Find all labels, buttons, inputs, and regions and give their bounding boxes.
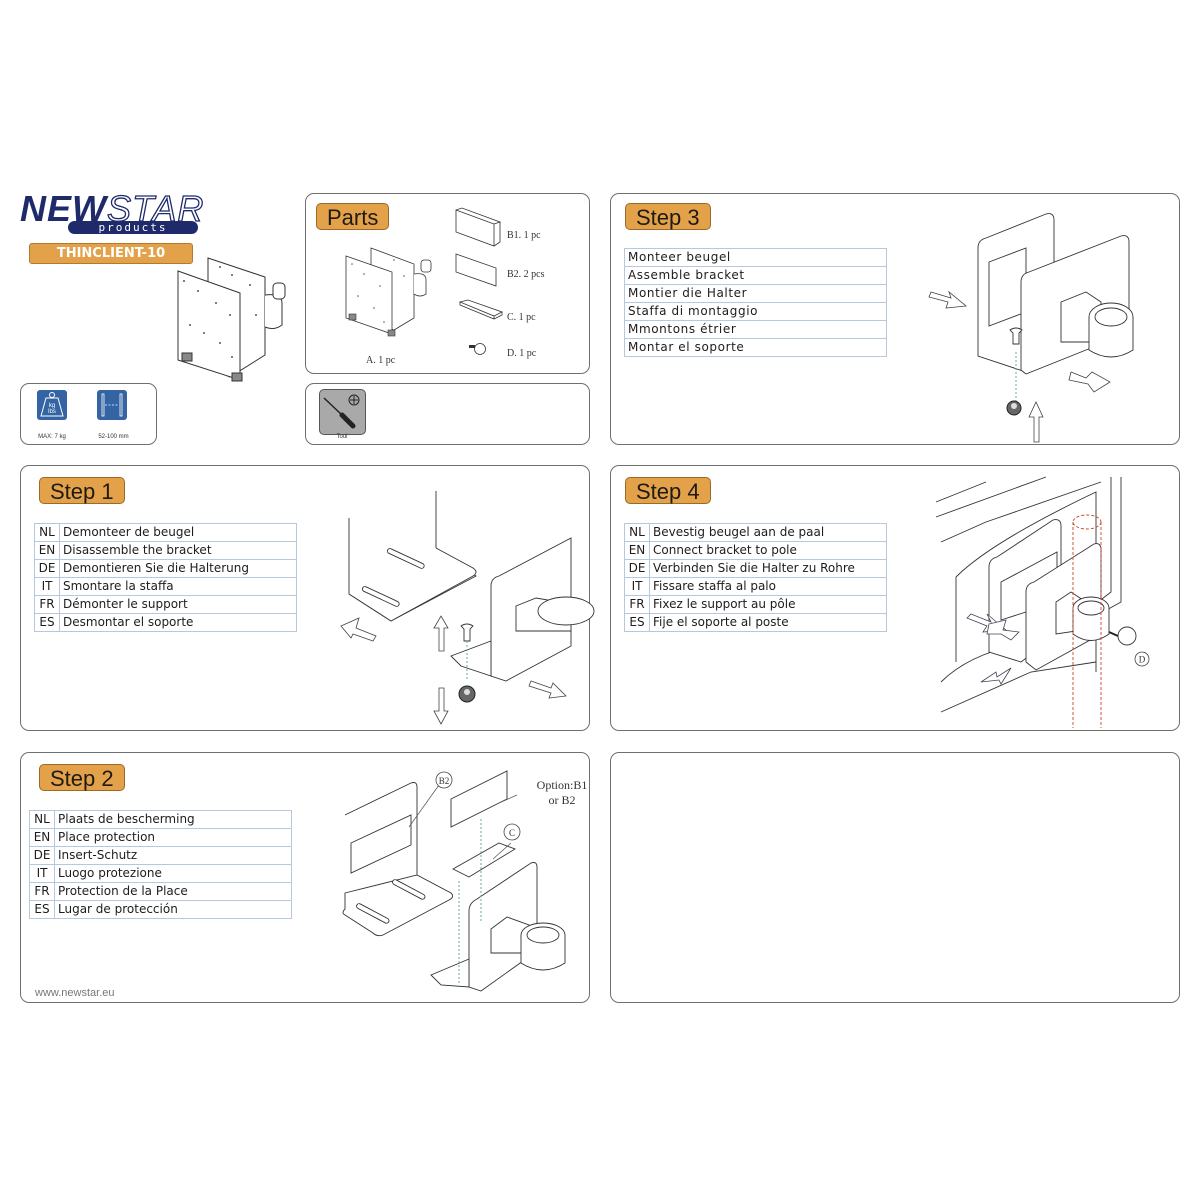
callout-option-line2: or B2 bbox=[549, 793, 576, 807]
part-d-label: D. 1 pc bbox=[507, 348, 537, 359]
width-range-icon bbox=[97, 390, 127, 420]
footer-url[interactable]: www.newstar.eu bbox=[35, 987, 115, 999]
part-b1-block bbox=[455, 207, 502, 247]
step1-illustration bbox=[340, 491, 595, 725]
part-b2-plate bbox=[455, 253, 497, 287]
part-a-bracket bbox=[345, 247, 432, 337]
specs-panel: kg lbs MAX: 7 kg 52-100 mm bbox=[20, 383, 157, 445]
weight-icon: kg lbs bbox=[37, 390, 67, 420]
step3-instructions: Monteer beugel Assemble bracket Montier … bbox=[624, 248, 887, 357]
part-c-pad bbox=[458, 299, 504, 320]
svg-text:lbs: lbs bbox=[48, 409, 56, 415]
step2-title: Step 2 bbox=[39, 764, 125, 791]
step3-title: Step 3 bbox=[625, 203, 711, 230]
instruction-row: Montar el soporte bbox=[624, 338, 887, 357]
tool-panel: Tool bbox=[305, 383, 590, 445]
part-c-label: C. 1 pc bbox=[507, 312, 536, 323]
parts-panel: Parts A. 1 pc B1. 1 pc B2. 2 pcs C. 1 pc… bbox=[305, 193, 590, 374]
part-b1-label: B1. 1 pc bbox=[507, 230, 541, 241]
spec-max-weight: MAX: 7 kg bbox=[38, 434, 66, 440]
instruction-row: Mmontons étrier bbox=[624, 320, 887, 339]
svg-text:kg: kg bbox=[49, 403, 55, 409]
step1-title: Step 1 bbox=[39, 477, 125, 504]
step4-illustration: D bbox=[935, 476, 1150, 728]
callout-option-line1: Option:B1 bbox=[537, 778, 588, 792]
brand-logo: NEWSTAR products bbox=[20, 187, 205, 238]
step3-panel: Step 3 Monteer beugel Assemble bracket M… bbox=[610, 193, 1180, 445]
instruction-row: Montier die Halter bbox=[624, 284, 887, 303]
brand-logo-products: products bbox=[68, 221, 198, 234]
model-badge: THINCLIENT-10 bbox=[29, 243, 193, 264]
product-illustration bbox=[177, 257, 286, 382]
spec-width-range: 52-100 mm bbox=[98, 434, 129, 440]
step4-title: Step 4 bbox=[625, 477, 711, 504]
instruction-row: Monteer beugel bbox=[624, 248, 887, 267]
callout-b2: B2 bbox=[439, 776, 450, 786]
part-a-label: A. 1 pc bbox=[366, 355, 396, 366]
callout-c: C bbox=[509, 828, 515, 838]
callout-d: D bbox=[1139, 655, 1146, 665]
step2-illustration: B2 C Option:B1 or B2 bbox=[342, 770, 588, 992]
part-b2-label: B2. 2 pcs bbox=[507, 269, 545, 280]
tool-label: Tool bbox=[336, 434, 348, 440]
parts-title: Parts bbox=[316, 203, 390, 230]
step3-illustration bbox=[928, 213, 1134, 443]
part-d-knob-icon bbox=[469, 343, 486, 355]
empty-panel bbox=[610, 752, 1180, 1003]
screwdriver-icon bbox=[319, 389, 366, 435]
instruction-row: Staffa di montaggio bbox=[624, 302, 887, 321]
instruction-row: Assemble bracket bbox=[624, 266, 887, 285]
